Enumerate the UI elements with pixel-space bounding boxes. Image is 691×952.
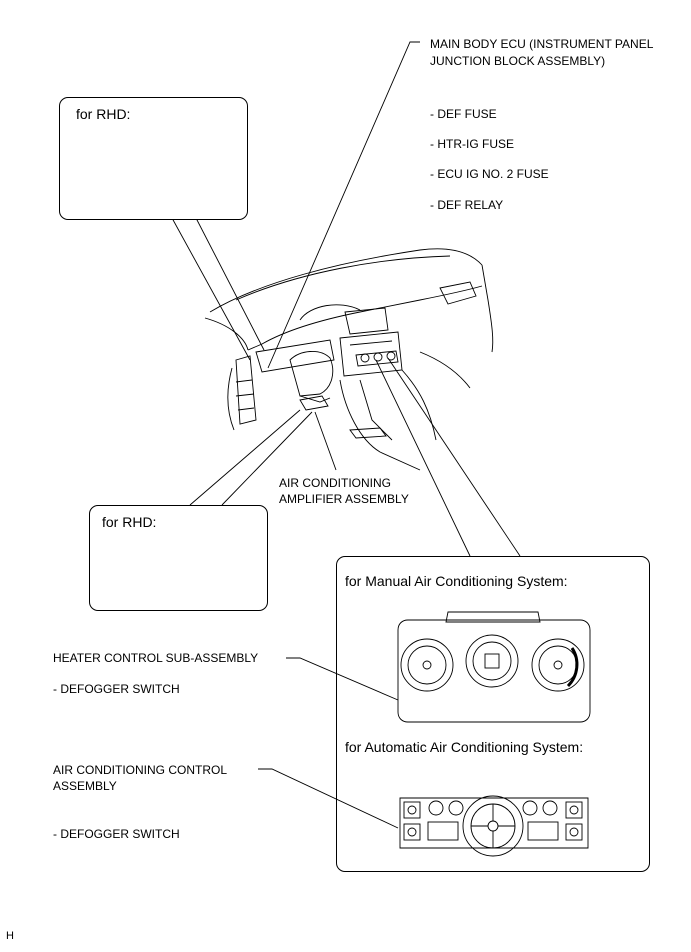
label-main-body-ecu-line1: MAIN BODY ECU (INSTRUMENT PANEL: [430, 37, 654, 51]
label-defogger-switch-1: - DEFOGGER SWITCH: [53, 682, 180, 696]
box-title-auto-ac: for Automatic Air Conditioning System:: [345, 739, 584, 755]
auto-ac-panel-illustration: [399, 795, 589, 857]
label-htr-ig-fuse: - HTR-IG FUSE: [430, 137, 514, 151]
dashboard-illustration: [204, 248, 494, 471]
rhd-amplifier-box: for RHD:: [89, 505, 268, 611]
rhd-junction-block-box: for RHD:: [59, 97, 248, 220]
manual-ac-panel-illustration: [397, 611, 591, 723]
label-ac-amplifier-line1: AIR CONDITIONING: [279, 476, 392, 490]
box-title-rhd-bottom: for RHD:: [102, 514, 157, 530]
label-main-body-ecu-line2: JUNCTION BLOCK ASSEMBLY): [430, 54, 606, 68]
box-title-manual-ac: for Manual Air Conditioning System:: [345, 573, 568, 589]
label-ecu-ig-fuse: - ECU IG NO. 2 FUSE: [430, 167, 549, 181]
label-ac-control-line2: ASSEMBLY: [53, 779, 117, 793]
label-ac-amplifier-line2: AMPLIFIER ASSEMBLY: [279, 492, 409, 506]
label-defogger-switch-2: - DEFOGGER SWITCH: [53, 827, 180, 841]
label-def-fuse: - DEF FUSE: [430, 107, 497, 121]
label-def-relay: - DEF RELAY: [430, 198, 504, 212]
label-ac-control-line1: AIR CONDITIONING CONTROL: [53, 763, 228, 777]
box-title-rhd-top: for RHD:: [76, 106, 131, 122]
label-heater-control: HEATER CONTROL SUB-ASSEMBLY: [53, 651, 259, 665]
ac-system-box: for Manual Air Conditioning System: for …: [336, 556, 650, 872]
footer-code: H: [6, 930, 14, 942]
